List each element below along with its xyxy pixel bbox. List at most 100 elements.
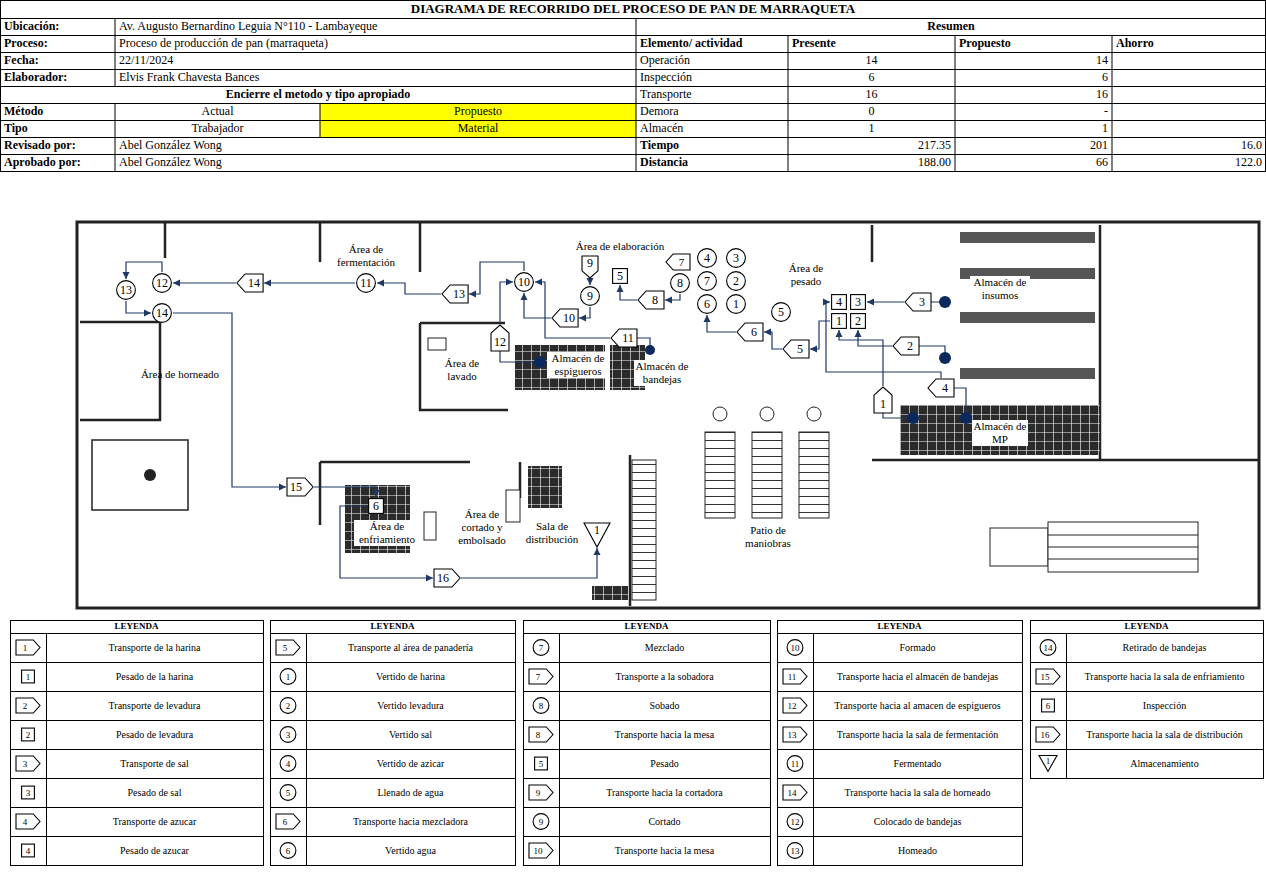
patio-racks bbox=[705, 407, 829, 518]
table-cell: Transporte bbox=[636, 86, 788, 103]
legend-table bbox=[1030, 720, 1263, 721]
flow-lines bbox=[500, 302, 966, 418]
legend-table bbox=[1030, 621, 1264, 779]
legend-number: 3 bbox=[13, 786, 43, 800]
area-label: Área de enfriamiento bbox=[354, 520, 420, 546]
legend-number: 3 bbox=[273, 728, 303, 742]
node-outline bbox=[737, 323, 763, 341]
legend-table bbox=[10, 633, 263, 634]
inspection-square: 6 bbox=[368, 498, 384, 514]
table-cell: Trabajador bbox=[115, 120, 320, 137]
table-cell: Ubicación: bbox=[0, 18, 115, 35]
step-number: 5 bbox=[797, 343, 803, 355]
step-number: 11 bbox=[360, 277, 372, 289]
legend-number: 4 bbox=[273, 757, 303, 771]
cutting-table bbox=[424, 512, 436, 540]
flow-connector bbox=[535, 282, 610, 338]
legend-number: 14 bbox=[777, 786, 807, 800]
flow-connector bbox=[858, 330, 892, 346]
legend-text: Mezclado bbox=[560, 634, 769, 661]
legend-symbol bbox=[16, 756, 40, 771]
legend-text: Almacenamiento bbox=[1067, 750, 1262, 777]
operation-circle: 13 bbox=[116, 280, 136, 300]
flow-connector bbox=[589, 279, 590, 285]
area-label: Área de pesado bbox=[788, 262, 824, 288]
area-label: Área de fermentación bbox=[326, 243, 406, 269]
truck bbox=[1048, 535, 1198, 559]
operation-circle bbox=[153, 304, 172, 323]
table-cell: 217.35 bbox=[788, 137, 955, 154]
legend-table bbox=[1030, 749, 1263, 750]
table-rule bbox=[0, 137, 1266, 138]
legend-table bbox=[1031, 621, 1264, 779]
legend-number: 2 bbox=[10, 699, 40, 713]
legend-text: Homeado bbox=[814, 837, 1021, 864]
operation-circle bbox=[515, 273, 534, 292]
legend-text: Retirado de bandejas bbox=[1067, 634, 1262, 661]
table-rule bbox=[0, 0, 1, 171]
legend-table bbox=[10, 662, 263, 663]
step-number: 4 bbox=[704, 252, 710, 264]
table-cell: Resumen bbox=[636, 18, 1266, 35]
storage-dots bbox=[534, 356, 546, 368]
truck bbox=[990, 522, 1198, 572]
legend-text: Transporte hacia la sala de fermentación bbox=[814, 721, 1021, 748]
table-cell: 201 bbox=[955, 137, 1112, 154]
legend-text: Transporte de la harina bbox=[47, 634, 262, 661]
table-cell: Operación bbox=[636, 52, 788, 69]
legend-text: Vertido sal bbox=[307, 721, 514, 748]
legend-number: 1 bbox=[273, 670, 303, 684]
table-cell: Propuesto bbox=[320, 103, 636, 120]
legend-number: 3 bbox=[10, 757, 40, 771]
legend-number: 11 bbox=[777, 670, 807, 684]
table-cell: Almacén bbox=[636, 120, 788, 137]
operation-circle bbox=[727, 295, 746, 314]
step-number: 2 bbox=[733, 275, 739, 287]
area-label: Área de elaboración bbox=[565, 240, 675, 253]
transport-arrow bbox=[529, 727, 553, 742]
table-cell: 16 bbox=[955, 86, 1112, 103]
table-cell: Proceso: bbox=[0, 35, 115, 52]
transport-arrow bbox=[16, 756, 40, 771]
transport-arrow bbox=[442, 285, 468, 303]
inspection-square: 1 bbox=[831, 313, 847, 329]
table-cell: 1 bbox=[788, 120, 955, 137]
node-outline bbox=[666, 254, 690, 270]
legend-number: 9 bbox=[526, 815, 556, 829]
legend-text: Transporte hacia el almacén de bandejas bbox=[814, 663, 1021, 690]
table-rule bbox=[0, 69, 1266, 70]
table-cell: 6 bbox=[955, 69, 1112, 86]
legend-number: 6 bbox=[270, 815, 300, 829]
table-rule bbox=[0, 18, 1266, 19]
step-number: 3 bbox=[855, 296, 861, 308]
step-number: 7 bbox=[704, 275, 710, 287]
operation-circle bbox=[772, 303, 791, 322]
transport-arrow bbox=[276, 640, 300, 655]
table-rule bbox=[1112, 35, 1113, 171]
legend-table bbox=[1066, 633, 1067, 778]
step-number: 11 bbox=[622, 332, 634, 344]
legend-text: Vertido agua bbox=[307, 837, 514, 864]
flow-connector bbox=[524, 293, 551, 318]
transport-arrow: 13 bbox=[442, 285, 468, 303]
table-rule bbox=[0, 52, 1266, 53]
table-cell: 188.00 bbox=[788, 154, 955, 171]
legend-text: Pesado de levadura bbox=[47, 721, 262, 748]
legend-number: 12 bbox=[780, 815, 810, 829]
area-label: Área de horneado bbox=[140, 368, 220, 381]
legend-table bbox=[523, 778, 770, 779]
transport-arrow: 9 bbox=[582, 256, 598, 278]
table-cell: Demora bbox=[636, 103, 788, 120]
operation-circle: 2 bbox=[726, 271, 746, 291]
legend-text: Transporte hacia la mesa bbox=[560, 837, 769, 864]
legend-text: Transporte de sal bbox=[47, 750, 262, 777]
transport-arrow bbox=[905, 293, 931, 311]
legend-symbol bbox=[529, 669, 553, 684]
transport-arrow bbox=[16, 640, 40, 655]
legend-table bbox=[1030, 691, 1263, 692]
node-outline bbox=[905, 293, 931, 311]
legend-symbol bbox=[529, 785, 553, 800]
distribution-shelf bbox=[528, 466, 562, 508]
